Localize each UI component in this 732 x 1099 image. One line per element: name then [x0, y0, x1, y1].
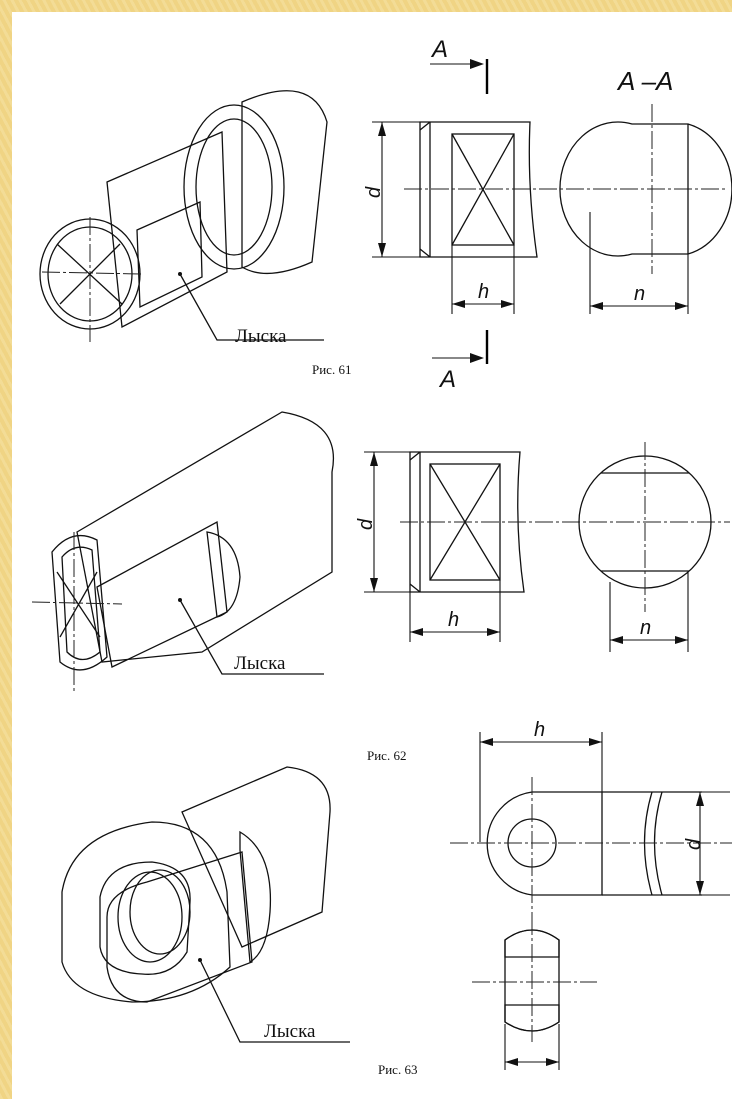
fig61-dim-d: d	[363, 186, 385, 198]
fig62-dim-d: d	[355, 518, 377, 530]
fig63-leader-line	[199, 959, 350, 1043]
section-letter-bottom: A	[438, 366, 456, 393]
fig61-dim-h: h	[478, 281, 489, 303]
fig63-dim-d: d	[683, 838, 705, 850]
fig61-dim-n: n	[634, 283, 645, 305]
fig61-callout: Лыска	[235, 326, 287, 347]
fig63-dim-h: h	[534, 719, 545, 741]
fig62-isometric-view	[31, 411, 334, 692]
fig62-dim-h: h	[448, 609, 459, 631]
section-letter-top: A	[430, 36, 448, 63]
section-title: A –A	[616, 66, 673, 96]
technical-drawing: Лыска Рис. 61 d h	[31, 36, 732, 1077]
fig61-isometric-view	[39, 90, 328, 342]
figure-61: Лыска Рис. 61 d h	[39, 36, 732, 393]
fig61-leader-line	[179, 273, 324, 341]
fig61-caption: Рис. 61	[312, 362, 351, 377]
figure-62: Лыска Рис. 62 d h	[31, 411, 730, 763]
fig61-section-view: A –A n	[559, 66, 732, 314]
fig62-leader-line	[179, 599, 324, 675]
fig63-front-view: h d	[450, 719, 732, 917]
fig62-callout: Лыска	[234, 653, 286, 674]
fig61-section-marks: A A	[430, 36, 489, 393]
fig62-front-view: d h	[355, 451, 730, 642]
fig63-caption: Рис. 63	[378, 1062, 417, 1077]
fig62-section-view: n	[578, 442, 712, 652]
fig62-caption: Рис. 62	[367, 748, 406, 763]
fig63-callout: Лыска	[264, 1021, 316, 1042]
fig62-dim-n: n	[640, 617, 651, 639]
fig61-front-view: d h	[363, 121, 727, 314]
figure-63: Лыска Рис. 63 h d	[61, 719, 732, 1077]
drawing-sheet: Лыска Рис. 61 d h	[12, 12, 732, 1099]
fig63-section-view	[472, 917, 597, 1070]
fig63-isometric-view	[61, 766, 350, 1043]
